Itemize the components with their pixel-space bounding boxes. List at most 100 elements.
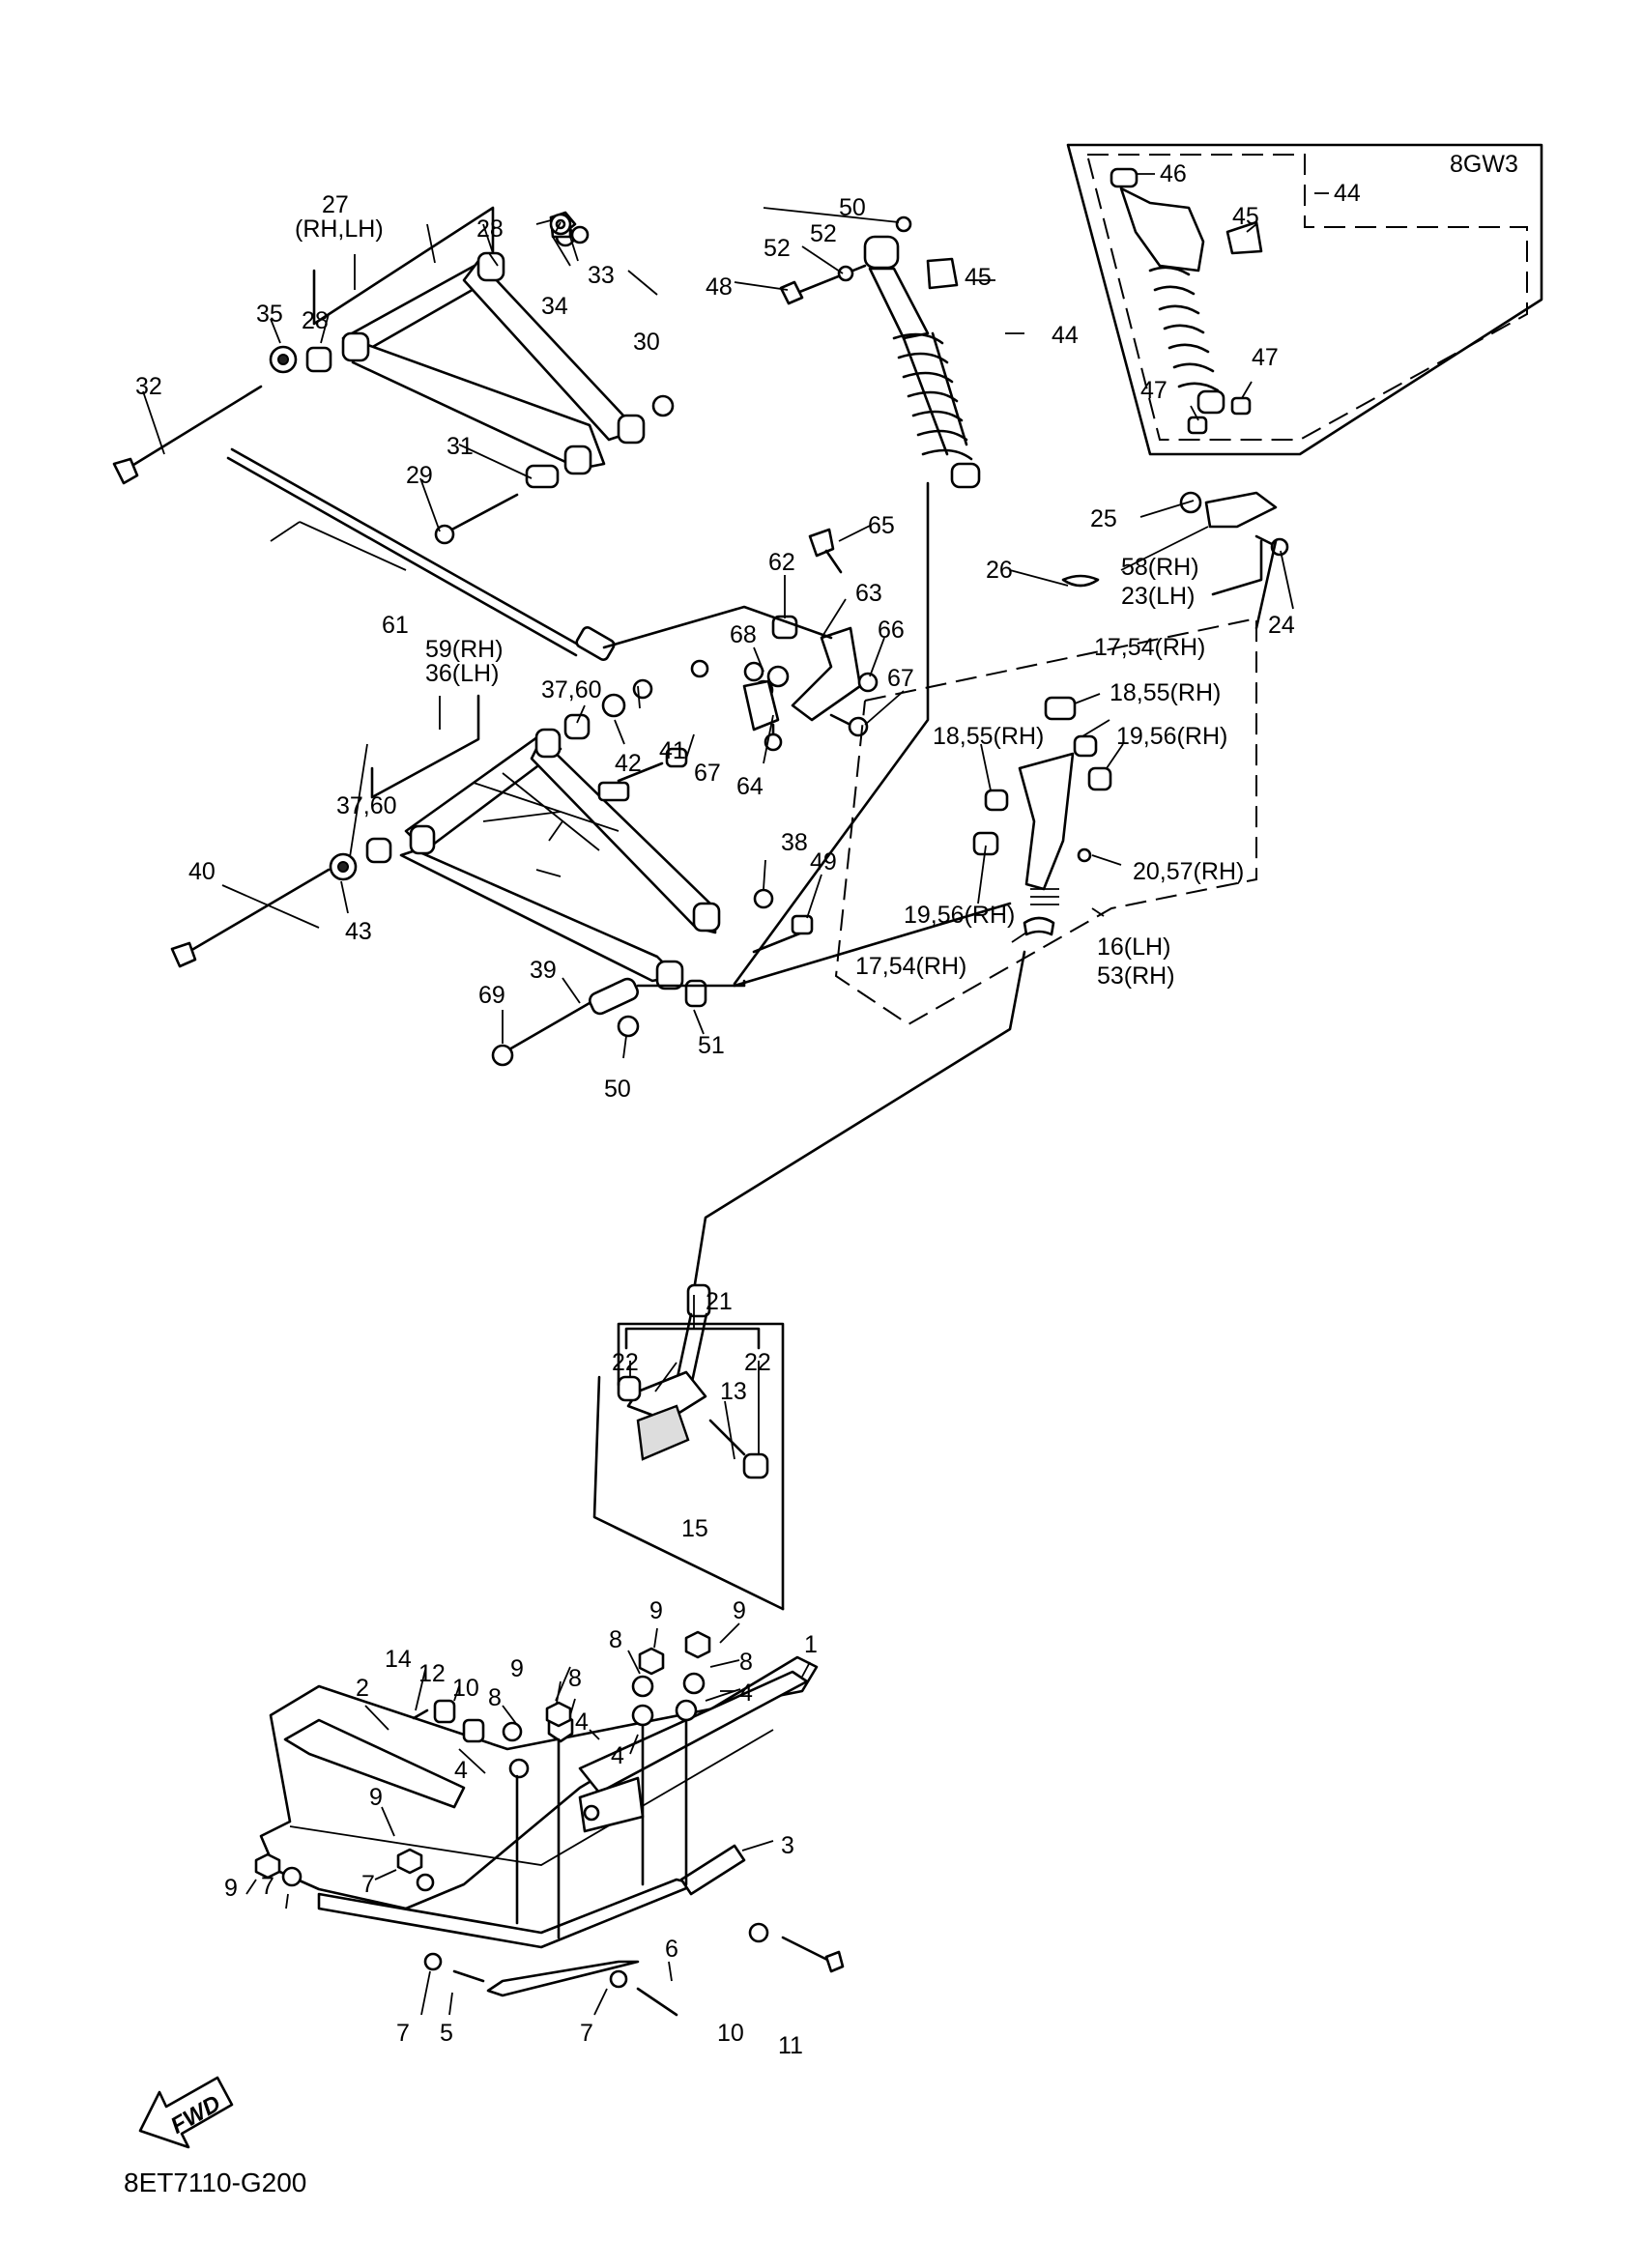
callout-45: 45 (1232, 203, 1259, 230)
callout-21: 21 (706, 1288, 733, 1315)
callout-44: 44 (1334, 180, 1361, 207)
callout-39: 39 (530, 957, 557, 984)
callout-59-rh: 59(RH) (425, 636, 504, 663)
callout-52: 52 (810, 220, 837, 247)
callout-37-60: 37,60 (336, 792, 397, 819)
callout-67: 67 (887, 665, 914, 692)
variant-inset (1066, 143, 1543, 456)
callout-46: 46 (1160, 160, 1187, 187)
ski (259, 1655, 819, 1997)
callout-8: 8 (739, 1649, 753, 1676)
callout-15: 15 (681, 1515, 708, 1542)
callout-48: 48 (706, 273, 733, 301)
callout-1: 1 (804, 1631, 818, 1658)
inset-shock-absorber (1110, 167, 1263, 435)
callout-4: 4 (575, 1708, 589, 1736)
callout-7: 7 (580, 2020, 593, 2047)
callout-9: 9 (733, 1597, 746, 1624)
callout-10: 10 (452, 1675, 479, 1702)
callout-20-57: 20,57(RH) (1133, 858, 1244, 885)
ski-spindle (592, 1283, 785, 1611)
callout-19-56: 19,56(RH) (904, 902, 1015, 929)
callout-4: 4 (611, 1742, 624, 1769)
callout-64: 64 (736, 773, 764, 800)
callout-25: 25 (1090, 505, 1117, 532)
callout-30: 30 (633, 329, 660, 356)
callout-8: 8 (568, 1665, 582, 1692)
callout-19-56: 19,56(RH) (1116, 723, 1227, 750)
guide-lines (602, 481, 1278, 1292)
callout-67: 67 (694, 760, 721, 787)
front-shock-absorber (779, 215, 981, 489)
callout-47: 47 (1252, 344, 1279, 371)
callout-35: 35 (256, 301, 283, 328)
callout-13: 13 (720, 1378, 747, 1405)
callout-18-55: 18,55(RH) (933, 723, 1044, 750)
callout-29: 29 (406, 462, 433, 489)
callout-2: 2 (356, 1675, 369, 1702)
callout-9: 9 (649, 1597, 663, 1624)
callout-17-54: 17,54(RH) (1094, 634, 1205, 661)
callout-33: 33 (588, 262, 615, 289)
callout-50: 50 (839, 194, 866, 221)
callout-45: 45 (965, 264, 992, 291)
callout-63: 63 (855, 580, 882, 607)
callout-8: 8 (609, 1626, 622, 1653)
callout-66: 66 (878, 617, 905, 644)
callout-22: 22 (612, 1349, 639, 1376)
callout-53-rh: 53(RH) (1097, 962, 1175, 990)
callout-58-rh: 58(RH) (1121, 554, 1199, 581)
upper-a-arm (312, 206, 646, 475)
callout-49: 49 (810, 848, 837, 876)
callout-52: 52 (764, 235, 791, 262)
callout-3: 3 (781, 1832, 794, 1859)
callout-6: 6 (665, 1936, 678, 1963)
callout-26: 26 (986, 557, 1013, 584)
callout-9: 9 (224, 1875, 238, 1902)
callout-27-sub: (RH,LH) (295, 215, 384, 243)
callout-32: 32 (135, 373, 162, 400)
forward-arrow: FWD (138, 2076, 234, 2149)
callout-12: 12 (418, 1660, 446, 1687)
callout-14: 14 (385, 1646, 412, 1673)
stabilizer-bar (226, 447, 616, 661)
callout-7: 7 (261, 1873, 274, 1900)
callout-62: 62 (768, 549, 795, 576)
callout-43: 43 (345, 918, 372, 945)
callout-27: 27 (322, 191, 349, 218)
callout-24: 24 (1268, 612, 1295, 639)
callout-4: 4 (454, 1757, 468, 1784)
callout-61: 61 (382, 612, 409, 639)
diagram-code: 8ET7110-G200 (124, 2168, 306, 2197)
callout-9: 9 (510, 1655, 524, 1682)
callout-65: 65 (868, 512, 895, 539)
callout-47: 47 (1140, 377, 1167, 404)
callout-37-60: 37,60 (541, 676, 602, 703)
callout-17-54: 17,54(RH) (855, 953, 966, 980)
callout-68: 68 (730, 621, 757, 648)
callout-9: 9 (369, 1784, 383, 1811)
callout-23-lh: 23(LH) (1121, 583, 1195, 610)
callout-40: 40 (188, 858, 216, 885)
callout-42: 42 (615, 750, 642, 777)
callout-labels: 1 2 3 4 4 4 4 5 6 7 7 7 7 8 8 8 8 9 9 9 … (135, 160, 1361, 2059)
callout-28: 28 (302, 307, 329, 334)
leader-lines (142, 207, 1294, 2016)
callout-7: 7 (396, 2020, 410, 2047)
callout-18-55: 18,55(RH) (1110, 679, 1221, 706)
callout-16-lh: 16(LH) (1097, 933, 1170, 961)
callout-22: 22 (744, 1349, 771, 1376)
spindle-bracket (624, 1327, 761, 1350)
ski-hardware (254, 1630, 845, 2017)
lower-arm-hardware (170, 678, 814, 1067)
variant-code: 8GW3 (1450, 151, 1518, 178)
callout-38: 38 (781, 829, 808, 856)
callout-4: 4 (739, 1679, 753, 1707)
callout-7: 7 (361, 1871, 375, 1898)
callout-8: 8 (488, 1684, 502, 1711)
callout-11: 11 (778, 2032, 803, 2059)
callout-34: 34 (541, 293, 568, 320)
callout-41: 41 (659, 737, 686, 764)
callout-50: 50 (604, 1076, 631, 1103)
